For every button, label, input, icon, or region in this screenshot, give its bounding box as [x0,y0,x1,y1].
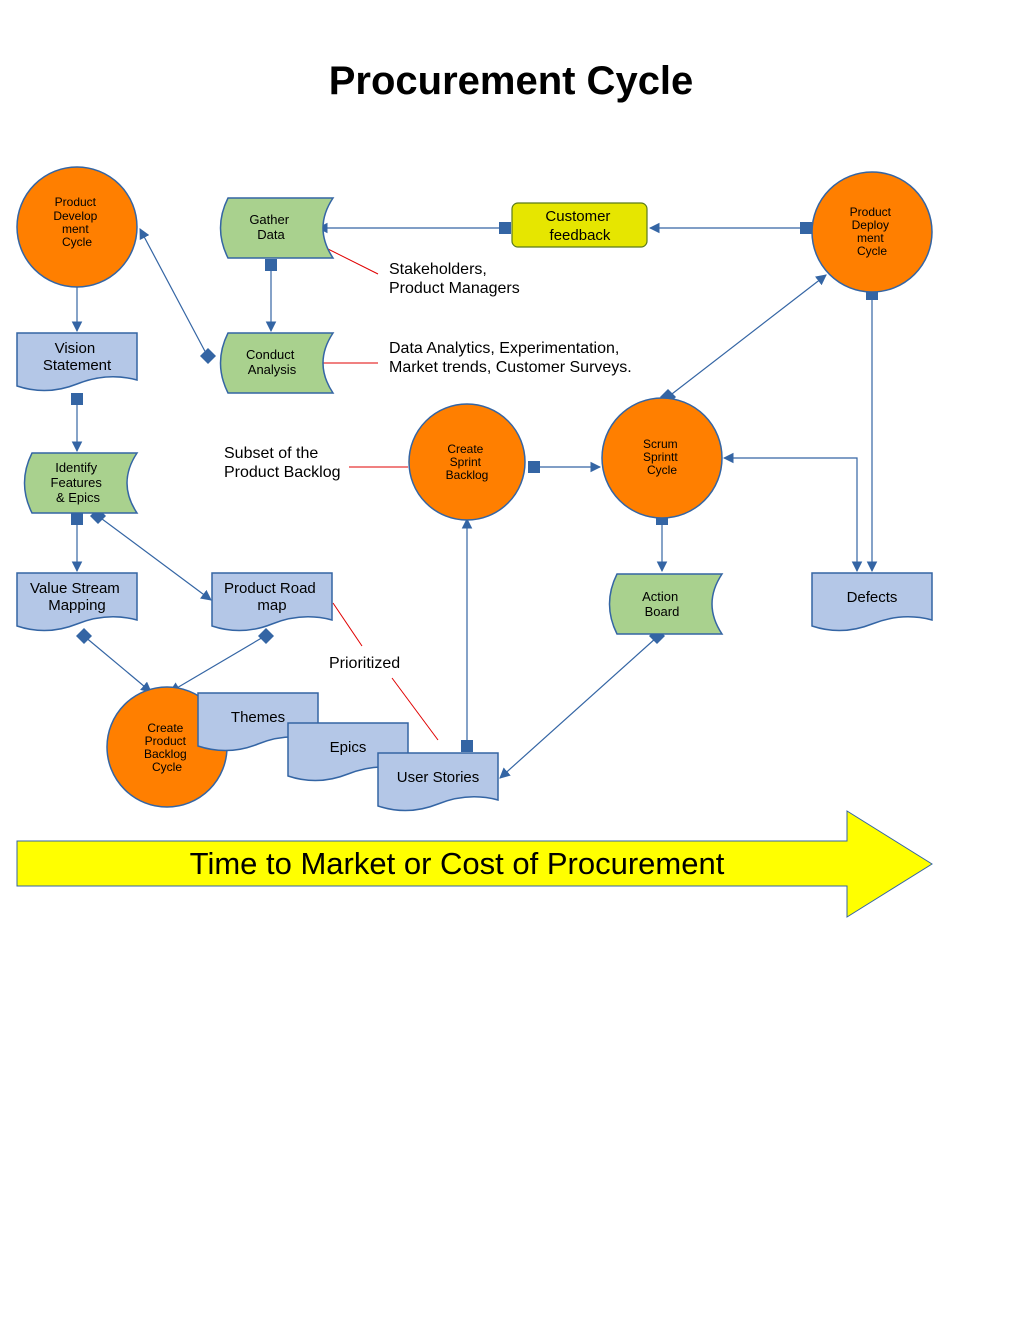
annotation-data-analytics: Data Analytics, Experimentation, Market … [389,340,632,376]
node-label: User Stories [397,769,480,786]
endpoint-diamond [200,348,216,364]
node-gather-data[interactable]: Gather Data [219,197,335,259]
connector-scrum-deploy [667,274,827,398]
connector-analysis-pdc [139,228,209,358]
node-create-product-backlog-cycle[interactable]: Create Product Backlog Cycle [106,686,228,808]
node-action-board[interactable]: Action Board [608,573,724,635]
endpoint-square [265,259,277,271]
storage-shape [219,197,335,259]
node-conduct-analysis[interactable]: Conduct Analysis [219,332,335,394]
node-label: Product Road map [224,580,320,614]
node-value-stream-mapping[interactable]: Value Stream Mapping [16,572,138,632]
node-label: Product Deploy ment Cycle [850,205,895,258]
page-title: Procurement Cycle [329,59,694,103]
document-shape [211,572,333,632]
feedback-box [511,202,648,248]
annotation-line-prioritized-lower [391,677,439,741]
connector-roadmap-backlog [169,635,266,693]
annotation-stakeholders: Stakeholders, Product Managers [389,261,520,297]
node-label: Product Develop ment Cycle [53,195,100,249]
connector-actionboard-stories [499,637,657,779]
node-product-road-map[interactable]: Product Road map [211,572,333,632]
connector-features-roadmap [97,515,212,601]
node-identify-features[interactable]: Identify Features & Epics [23,452,139,514]
node-vision-statement[interactable]: Vision Statement [16,332,138,392]
node-create-sprint-backlog[interactable]: Create Sprint Backlog [408,403,526,521]
node-label: Scrum Sprintt Cycle [643,437,681,477]
annotation-line-prioritized-upper [332,602,363,647]
node-product-deployment-cycle[interactable]: Product Deploy ment Cycle [811,171,933,293]
cycle-circle [408,403,526,521]
endpoint-square [71,513,83,525]
cycle-circle [601,397,723,519]
node-user-stories[interactable]: User Stories [377,752,499,812]
cycle-circle [16,166,138,288]
document-shape [16,572,138,632]
annotation-prioritized: Prioritized [329,655,400,672]
node-label: Create Sprint Backlog [446,442,489,482]
node-customer-feedback[interactable]: Customer feedback [511,202,648,248]
endpoint-diamond [258,628,274,644]
endpoint-square [499,222,511,234]
storage-shape [608,573,724,635]
storage-shape [219,332,335,394]
endpoint-square [800,222,812,234]
cycle-circle [811,171,933,293]
node-label: Identify Features & Epics [51,460,106,505]
connectors [71,222,878,779]
time-to-market-arrow: Time to Market or Cost of Procurement [16,810,933,918]
connector-vsm-backlog [83,635,152,693]
document-shape [16,332,138,392]
node-scrum-sprint-cycle[interactable]: Scrum Sprintt Cycle [601,397,723,519]
node-defects[interactable]: Defects [811,572,933,632]
node-product-development-cycle[interactable]: Product Develop ment Cycle [16,166,138,288]
node-label: Value Stream Mapping [30,580,124,614]
endpoint-square [71,393,83,405]
node-label: Create Product Backlog Cycle [144,721,190,774]
annotation-lines [317,243,439,741]
connector-defects-scrum [722,452,863,573]
endpoint-diamond [76,628,92,644]
endpoint-square [461,740,473,752]
node-label: Themes [231,709,285,726]
node-label: Conduct Analysis [246,347,298,377]
node-label: Defects [847,589,898,606]
storage-shape [23,452,139,514]
node-label: Vision Statement [43,340,112,374]
banner-label: Time to Market or Cost of Procurement [190,846,725,881]
node-label: Gather Data [249,212,292,242]
node-label: Epics [330,739,367,756]
endpoint-square [528,461,540,473]
banner-arrow-shape [16,810,933,918]
annotation-subset: Subset of the Product Backlog [224,445,341,481]
node-label: Customer feedback [545,208,614,244]
document-shape [811,572,933,632]
document-shape [377,752,499,812]
node-label: Action Board [642,589,682,619]
